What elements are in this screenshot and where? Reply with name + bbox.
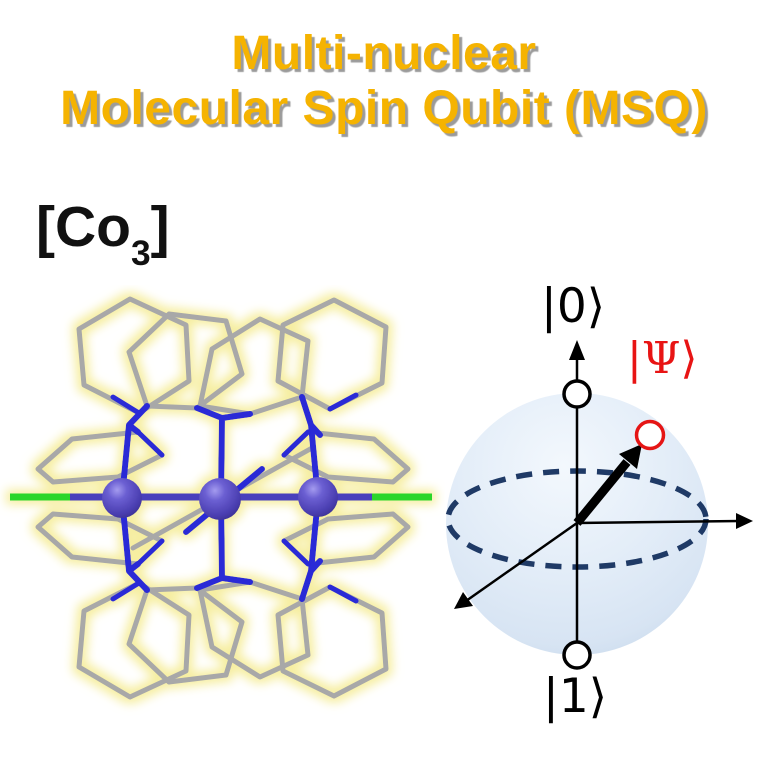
state-label-0: |0⟩ bbox=[541, 279, 606, 334]
pyridine-ring bbox=[275, 297, 389, 412]
figure-title-line2: Molecular Spin Qubit (MSQ) bbox=[60, 82, 708, 135]
ring-nitrogen-segments bbox=[110, 392, 359, 604]
psi-state-marker bbox=[634, 419, 666, 451]
pyridine-ring bbox=[197, 316, 311, 417]
psi-symbol: Ψ bbox=[641, 333, 681, 384]
cobalt-atom-center bbox=[199, 478, 241, 520]
pyridine-ring bbox=[197, 579, 311, 680]
nitrogen-bonds bbox=[110, 392, 359, 604]
state-marker-1 bbox=[562, 640, 592, 670]
bloch-sphere-figure bbox=[445, 340, 753, 670]
state-label-1: |1⟩ bbox=[543, 669, 608, 724]
element-count-subscript: 3 bbox=[130, 233, 151, 273]
cobalt-atom-left bbox=[102, 478, 142, 518]
figure-title-line1: Multi-nuclear bbox=[231, 27, 537, 80]
state-vector-arrowhead bbox=[619, 444, 642, 469]
psi-ket-bracket: ⟩ bbox=[680, 333, 698, 384]
x-axis-arrowhead bbox=[736, 513, 753, 529]
state-vector bbox=[573, 459, 631, 526]
cobalt-atom-right bbox=[298, 477, 338, 517]
bracket-close: ] bbox=[150, 195, 170, 259]
z-axis-arrowhead bbox=[569, 340, 585, 360]
y-axis bbox=[465, 521, 578, 603]
bracket-open: [ bbox=[36, 195, 55, 259]
state-label-psi: |Ψ⟩ bbox=[627, 337, 698, 381]
molecule-structure-figure bbox=[10, 296, 432, 700]
state-marker-0 bbox=[562, 379, 592, 409]
figure-title: Multi-nuclear Molecular Spin Qubit (MSQ) bbox=[0, 26, 768, 136]
psi-bar: | bbox=[627, 333, 642, 384]
y-axis-arrowhead bbox=[454, 592, 473, 609]
pyridine-ring bbox=[275, 584, 389, 699]
x-axis bbox=[576, 519, 741, 525]
ring-nitrogen-segments bbox=[135, 429, 311, 567]
complex-formula-label: [Co3] bbox=[36, 194, 170, 271]
element-symbol: Co bbox=[54, 195, 131, 259]
